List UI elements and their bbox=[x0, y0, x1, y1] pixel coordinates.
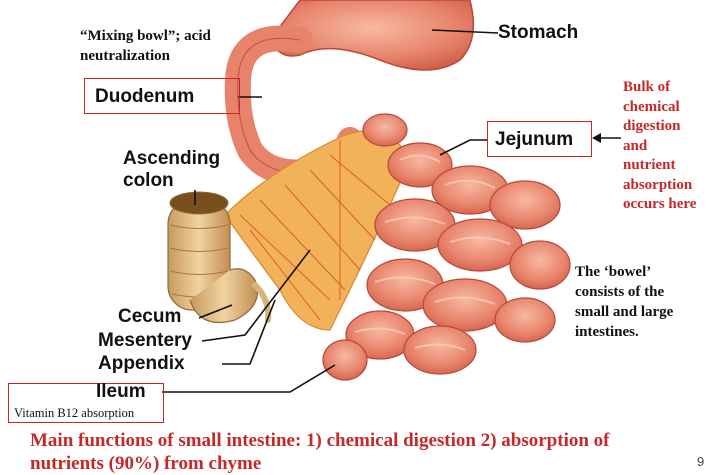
bowel-note: The ‘bowel’ consists of the small and la… bbox=[575, 262, 673, 342]
jejunum-note-line: absorption bbox=[623, 176, 696, 196]
footer-main-functions: Main functions of small intestine: 1) ch… bbox=[30, 429, 610, 475]
jejunum-note-line: occurs here bbox=[623, 195, 696, 215]
bowel-note-line: consists of the bbox=[575, 282, 673, 302]
jejunum-arrow bbox=[592, 133, 621, 143]
jejunum-note-line: digestion bbox=[623, 117, 696, 137]
page-number: 9 bbox=[697, 454, 704, 469]
bowel-note-line: small and large bbox=[575, 302, 673, 322]
label-stomach: Stomach bbox=[498, 22, 578, 44]
label-jejunum: Jejunum bbox=[495, 129, 573, 151]
label-ileum: Ileum bbox=[96, 381, 146, 403]
duodenum-note-line2: neutralization bbox=[80, 46, 211, 66]
ileum-note: Vitamin B12 absorption bbox=[14, 406, 134, 421]
label-appendix: Appendix bbox=[98, 353, 185, 375]
label-duodenum: Duodenum bbox=[95, 86, 194, 108]
appendix-shape bbox=[255, 285, 268, 320]
duodenum-note: “Mixing bowl”; acid neutralization bbox=[80, 26, 211, 66]
label-ascending-colon-line2: colon bbox=[123, 170, 174, 192]
jejunum-note-line: and bbox=[623, 137, 696, 157]
bowel-note-line: The ‘bowel’ bbox=[575, 262, 673, 282]
jejunum-note: Bulk of chemical digestion and nutrient … bbox=[623, 78, 696, 215]
duodenum-note-line1: “Mixing bowl”; acid bbox=[80, 26, 211, 46]
footer-line2: nutrients (90%) from chyme bbox=[30, 452, 610, 475]
jejunum-note-line: nutrient bbox=[623, 156, 696, 176]
label-ascending-colon-line1: Ascending bbox=[123, 148, 220, 170]
jejunum-note-line: Bulk of bbox=[623, 78, 696, 98]
label-mesentery: Mesentery bbox=[98, 330, 192, 352]
jejunum-note-line: chemical bbox=[623, 98, 696, 118]
footer-line1: Main functions of small intestine: 1) ch… bbox=[30, 429, 610, 452]
label-cecum: Cecum bbox=[118, 306, 181, 328]
bowel-note-line: intestines. bbox=[575, 322, 673, 342]
